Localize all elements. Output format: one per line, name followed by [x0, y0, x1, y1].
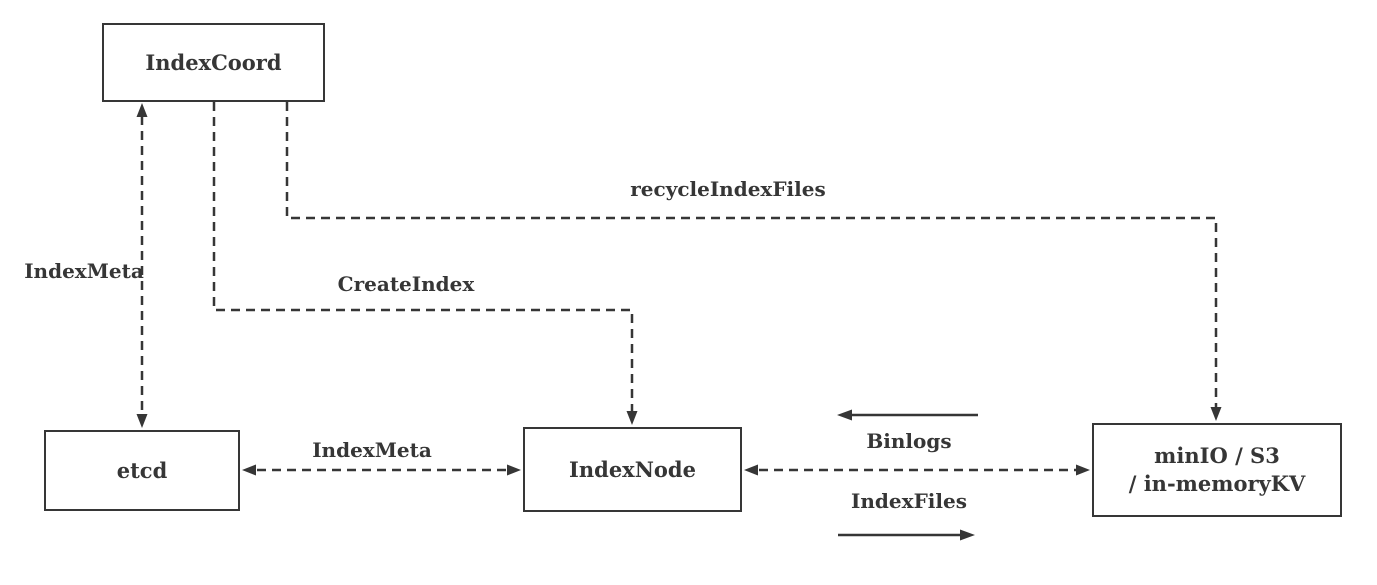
edge-createindex [212, 102, 638, 425]
indexfiles-arrow [838, 529, 975, 541]
node-indexnode-label: IndexNode [569, 456, 696, 482]
edge-recycleindexfiles [285, 102, 1222, 421]
node-storage: minIO / S3 / in-memoryKV [1092, 423, 1342, 517]
node-storage-label-line2: / in-memoryKV [1128, 471, 1306, 496]
node-indexcoord: IndexCoord [102, 23, 325, 102]
node-storage-label-line1: minIO / S3 [1154, 443, 1280, 468]
node-etcd-label: etcd [116, 457, 168, 483]
edge-indexmeta-horizontal [242, 464, 521, 476]
edge-label-binlogs: Binlogs [866, 429, 952, 453]
node-indexnode: IndexNode [523, 427, 742, 512]
edge-label-indexfiles: IndexFiles [851, 489, 967, 513]
edge-label-indexmeta-bottom: IndexMeta [312, 438, 432, 462]
edge-label-indexmeta-left: IndexMeta [24, 259, 144, 283]
edge-label-createindex: CreateIndex [337, 272, 475, 296]
edge-label-recycleindexfiles: recycleIndexFiles [630, 177, 826, 201]
binlogs-arrow [837, 409, 978, 421]
node-etcd: etcd [44, 430, 240, 511]
node-indexcoord-label: IndexCoord [145, 49, 282, 75]
edge-indexnode-storage [744, 464, 1090, 476]
edge-indexmeta-vertical [136, 103, 148, 428]
